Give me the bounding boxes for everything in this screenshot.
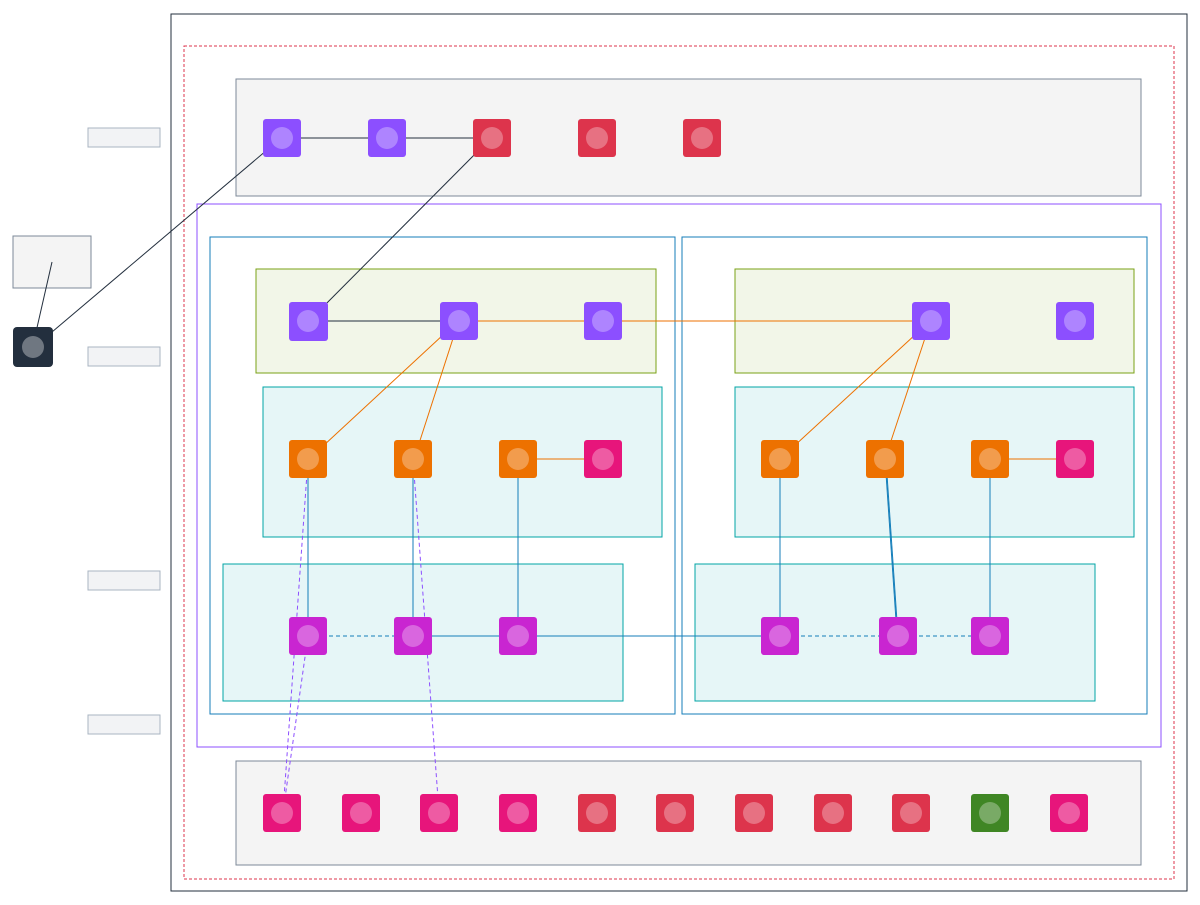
bottom-node-4-icon bbox=[499, 794, 537, 832]
bottom-node-7-icon bbox=[735, 794, 773, 832]
side-tab-4 bbox=[87, 714, 161, 735]
bottom-node-2-icon bbox=[342, 794, 380, 832]
side-tab-2 bbox=[87, 346, 161, 367]
data-right-node-1-icon bbox=[761, 617, 799, 655]
public-left-node-2-icon bbox=[440, 302, 478, 340]
bottom-node-10-icon bbox=[971, 794, 1009, 832]
app-right-node-1-icon bbox=[761, 440, 799, 478]
bottom-node-3-icon bbox=[420, 794, 458, 832]
app-left-node-4-icon bbox=[584, 440, 622, 478]
app-right-node-2-icon bbox=[866, 440, 904, 478]
top-node-2-icon bbox=[368, 119, 406, 157]
node-icons bbox=[263, 119, 1094, 832]
data-right-node-3-icon bbox=[971, 617, 1009, 655]
bottom-node-8-icon bbox=[814, 794, 852, 832]
app-left-node-3-icon bbox=[499, 440, 537, 478]
bottom-node-9-icon bbox=[892, 794, 930, 832]
data-left-node-1-icon bbox=[289, 617, 327, 655]
app-right-node-3-icon bbox=[971, 440, 1009, 478]
top-node-3-icon bbox=[473, 119, 511, 157]
public-left-node-3-icon bbox=[584, 302, 622, 340]
security-boundary bbox=[183, 45, 1175, 880]
vpc-container bbox=[196, 203, 1162, 748]
bottom-node-5-icon bbox=[578, 794, 616, 832]
data-left-node-3-icon bbox=[499, 617, 537, 655]
app-left-node-1-icon bbox=[289, 440, 327, 478]
data-right-node-2-icon bbox=[879, 617, 917, 655]
app-right-node-4-icon bbox=[1056, 440, 1094, 478]
side-tab-1 bbox=[87, 127, 161, 148]
bottom-node-11-icon bbox=[1050, 794, 1088, 832]
public-right-node-1-icon bbox=[912, 302, 950, 340]
availability-zone-right bbox=[681, 236, 1148, 715]
top-node-1-icon bbox=[263, 119, 301, 157]
region-container bbox=[170, 13, 1188, 892]
public-right-node-2-icon bbox=[1056, 302, 1094, 340]
bottom-node-6-icon bbox=[656, 794, 694, 832]
top-node-5-icon bbox=[683, 119, 721, 157]
availability-zone-left bbox=[209, 236, 676, 715]
public-left-node-1-icon bbox=[289, 302, 328, 341]
client-icon bbox=[13, 327, 53, 367]
top-node-4-icon bbox=[578, 119, 616, 157]
app-left-node-2-icon bbox=[394, 440, 432, 478]
side-tab-3 bbox=[87, 570, 161, 591]
bottom-node-1-icon bbox=[263, 794, 301, 832]
data-left-node-2-icon bbox=[394, 617, 432, 655]
